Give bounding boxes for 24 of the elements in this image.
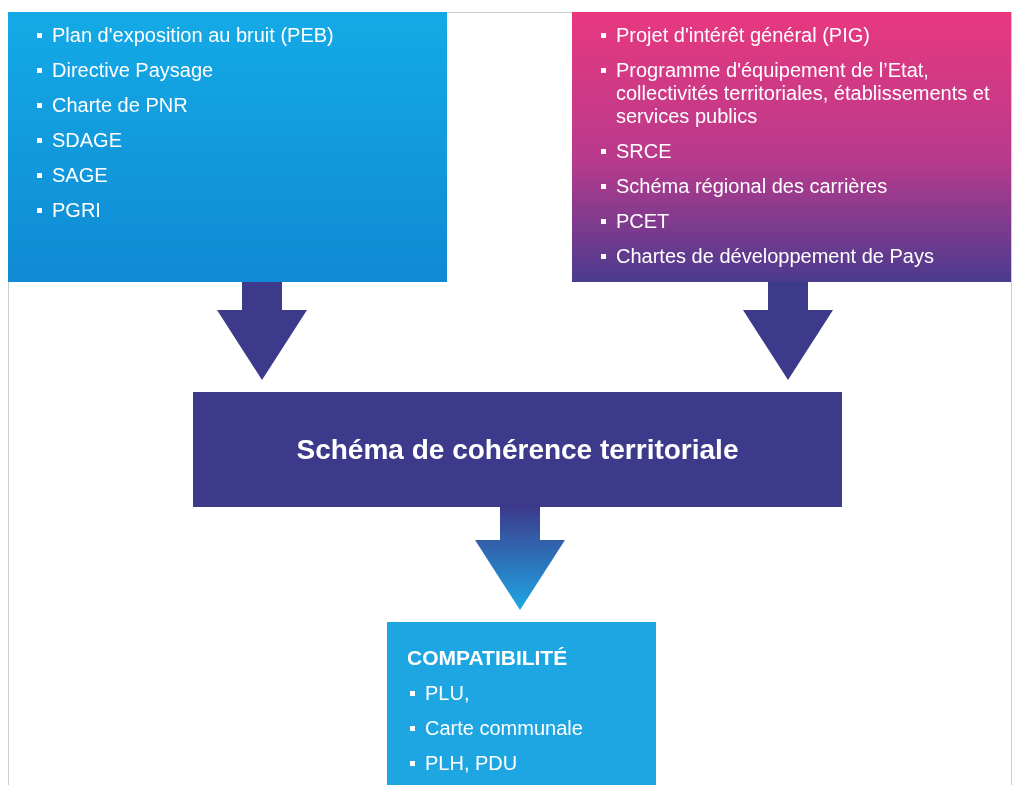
arrow bbox=[475, 507, 565, 610]
process-box bbox=[8, 12, 447, 282]
box-title: Schéma de cohérence territoriale bbox=[296, 433, 739, 466]
process-box bbox=[193, 392, 842, 507]
list-item: Schéma régional des carrières bbox=[598, 175, 1001, 198]
list-item: SDAGE bbox=[34, 129, 427, 152]
process-box bbox=[387, 622, 656, 785]
box-heading: COMPATIBILITÉ bbox=[407, 646, 569, 670]
list-item: Plan d'exposition au bruit (PEB) bbox=[34, 24, 427, 47]
list-item: Charte de PNR bbox=[34, 94, 427, 117]
list-item: Programme d'équipement de l’Etat, collectivités territoriales, établissements et services publics bbox=[598, 59, 1001, 128]
list-item: PLU, bbox=[407, 682, 646, 705]
process-box bbox=[572, 12, 1011, 282]
arrow bbox=[743, 282, 833, 380]
list-item: PLH, PDU bbox=[407, 752, 646, 775]
list-item: SAGE bbox=[34, 164, 427, 187]
list-item: PCET bbox=[598, 210, 1001, 233]
list-item: Projet d'intérêt général (PIG) bbox=[598, 24, 1001, 47]
list-item: Carte communale bbox=[407, 717, 646, 740]
list-item: Directive Paysage bbox=[34, 59, 427, 82]
list-item: PGRI bbox=[34, 199, 427, 222]
list-item: SRCE bbox=[598, 140, 1001, 163]
list-item: Chartes de développement de Pays bbox=[598, 245, 1001, 268]
arrow bbox=[217, 282, 307, 380]
